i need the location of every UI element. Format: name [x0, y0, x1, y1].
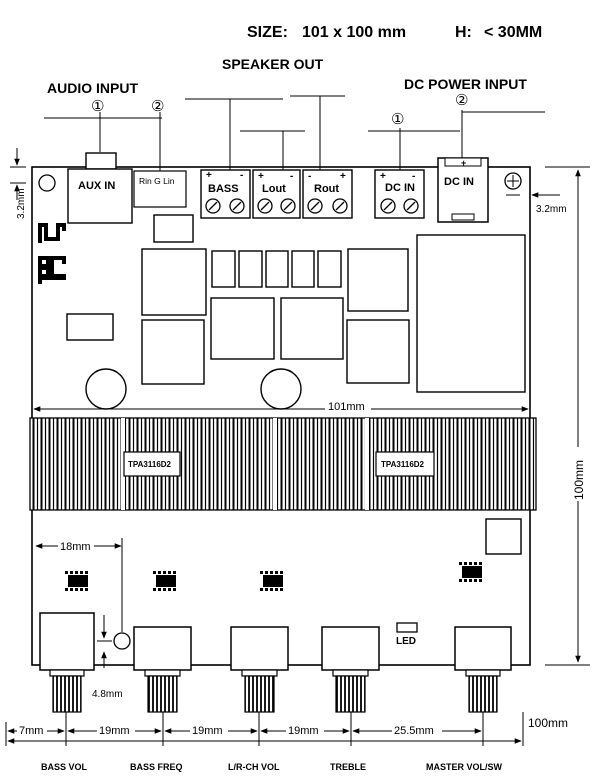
svg-text:+: + [340, 171, 346, 182]
potentiometers [39, 612, 512, 713]
mount-hole-top-right [504, 172, 522, 190]
rout-speaker-terminal: - + Rout [302, 169, 353, 219]
svg-text:19mm: 19mm [192, 725, 223, 737]
callout-dc-1: ① [391, 111, 404, 128]
svg-text:DC IN: DC IN [385, 182, 415, 194]
mount-hole-top-left [38, 174, 56, 192]
svg-text:Rout: Rout [314, 183, 339, 195]
svg-text:-: - [290, 171, 293, 182]
svg-text:+: + [206, 170, 212, 181]
svg-text:Lout: Lout [262, 183, 286, 195]
svg-text:4.8mm: 4.8mm [92, 689, 123, 700]
label-treble: TREBLE [330, 762, 366, 772]
callout-audio-2: ② [151, 98, 164, 115]
height-label: H: [455, 24, 472, 41]
svg-text:101mm: 101mm [328, 401, 365, 413]
dc-in-barrel-jack: + DC IN [437, 157, 489, 223]
bluetooth-logo [38, 223, 66, 284]
leader-lines [44, 95, 545, 172]
aux-in-jack: AUX IN [67, 152, 133, 224]
svg-text:-: - [308, 171, 311, 182]
svg-text:-: - [412, 171, 415, 182]
heatsink: TPA3116D2 TPA3116D2 [29, 417, 537, 511]
svg-text:19mm: 19mm [288, 725, 319, 737]
label-bass-freq: BASS FREQ [130, 762, 183, 772]
svg-text:BASS: BASS [208, 183, 239, 195]
tpa3116d2-chip-left: TPA3116D2 [128, 460, 172, 469]
svg-text:3.2mm: 3.2mm [16, 188, 27, 219]
svg-text:18mm: 18mm [60, 541, 91, 553]
svg-text:+: + [461, 158, 466, 168]
mount-hole-bottom [113, 632, 131, 650]
svg-text:LED: LED [396, 636, 416, 647]
svg-text:100mm: 100mm [572, 460, 586, 500]
dimension-labels: 3.2mm 3.2mm 101mm 100mm 18mm 4.8mm 7mm 1… [16, 188, 588, 737]
bottom-ics [65, 518, 522, 591]
speaker-out-title: SPEAKER OUT [222, 56, 324, 72]
pcb-components [66, 214, 526, 410]
svg-text:25.5mm: 25.5mm [394, 725, 434, 737]
lout-speaker-terminal: + - Lout [252, 169, 301, 219]
size-value: 101 x 100 mm [302, 24, 406, 41]
svg-text:3.2mm: 3.2mm [536, 204, 567, 215]
bass-speaker-terminal: + - BASS [200, 169, 251, 219]
svg-text:-: - [240, 170, 243, 181]
svg-text:19mm: 19mm [99, 725, 130, 737]
height-value: < 30MM [484, 24, 542, 41]
svg-text:100mm: 100mm [528, 716, 568, 730]
dc-in-screw-terminal: + - DC IN [374, 169, 425, 219]
led-indicator: LED [396, 622, 418, 647]
svg-text:Rin G Lin: Rin G Lin [139, 176, 175, 186]
callout-dc-2: ② [455, 92, 468, 109]
svg-text:+: + [258, 171, 264, 182]
dc-power-input-title: DC POWER INPUT [404, 76, 527, 92]
rin-g-lin-header: Rin G Lin [133, 170, 187, 208]
svg-text:7mm: 7mm [19, 725, 43, 737]
size-label: SIZE: [247, 24, 288, 41]
audio-input-title: AUDIO INPUT [47, 80, 138, 96]
label-master-vol-sw: MASTER VOL/SW [426, 762, 503, 772]
callout-audio-1: ① [91, 98, 104, 115]
label-lr-ch-vol: L/R-CH VOL [228, 762, 280, 772]
tpa3116d2-chip-right: TPA3116D2 [381, 460, 425, 469]
svg-text:+: + [380, 171, 386, 182]
svg-text:AUX IN: AUX IN [78, 180, 115, 192]
label-bass-vol: BASS VOL [41, 762, 88, 772]
svg-text:DC IN: DC IN [444, 176, 474, 188]
